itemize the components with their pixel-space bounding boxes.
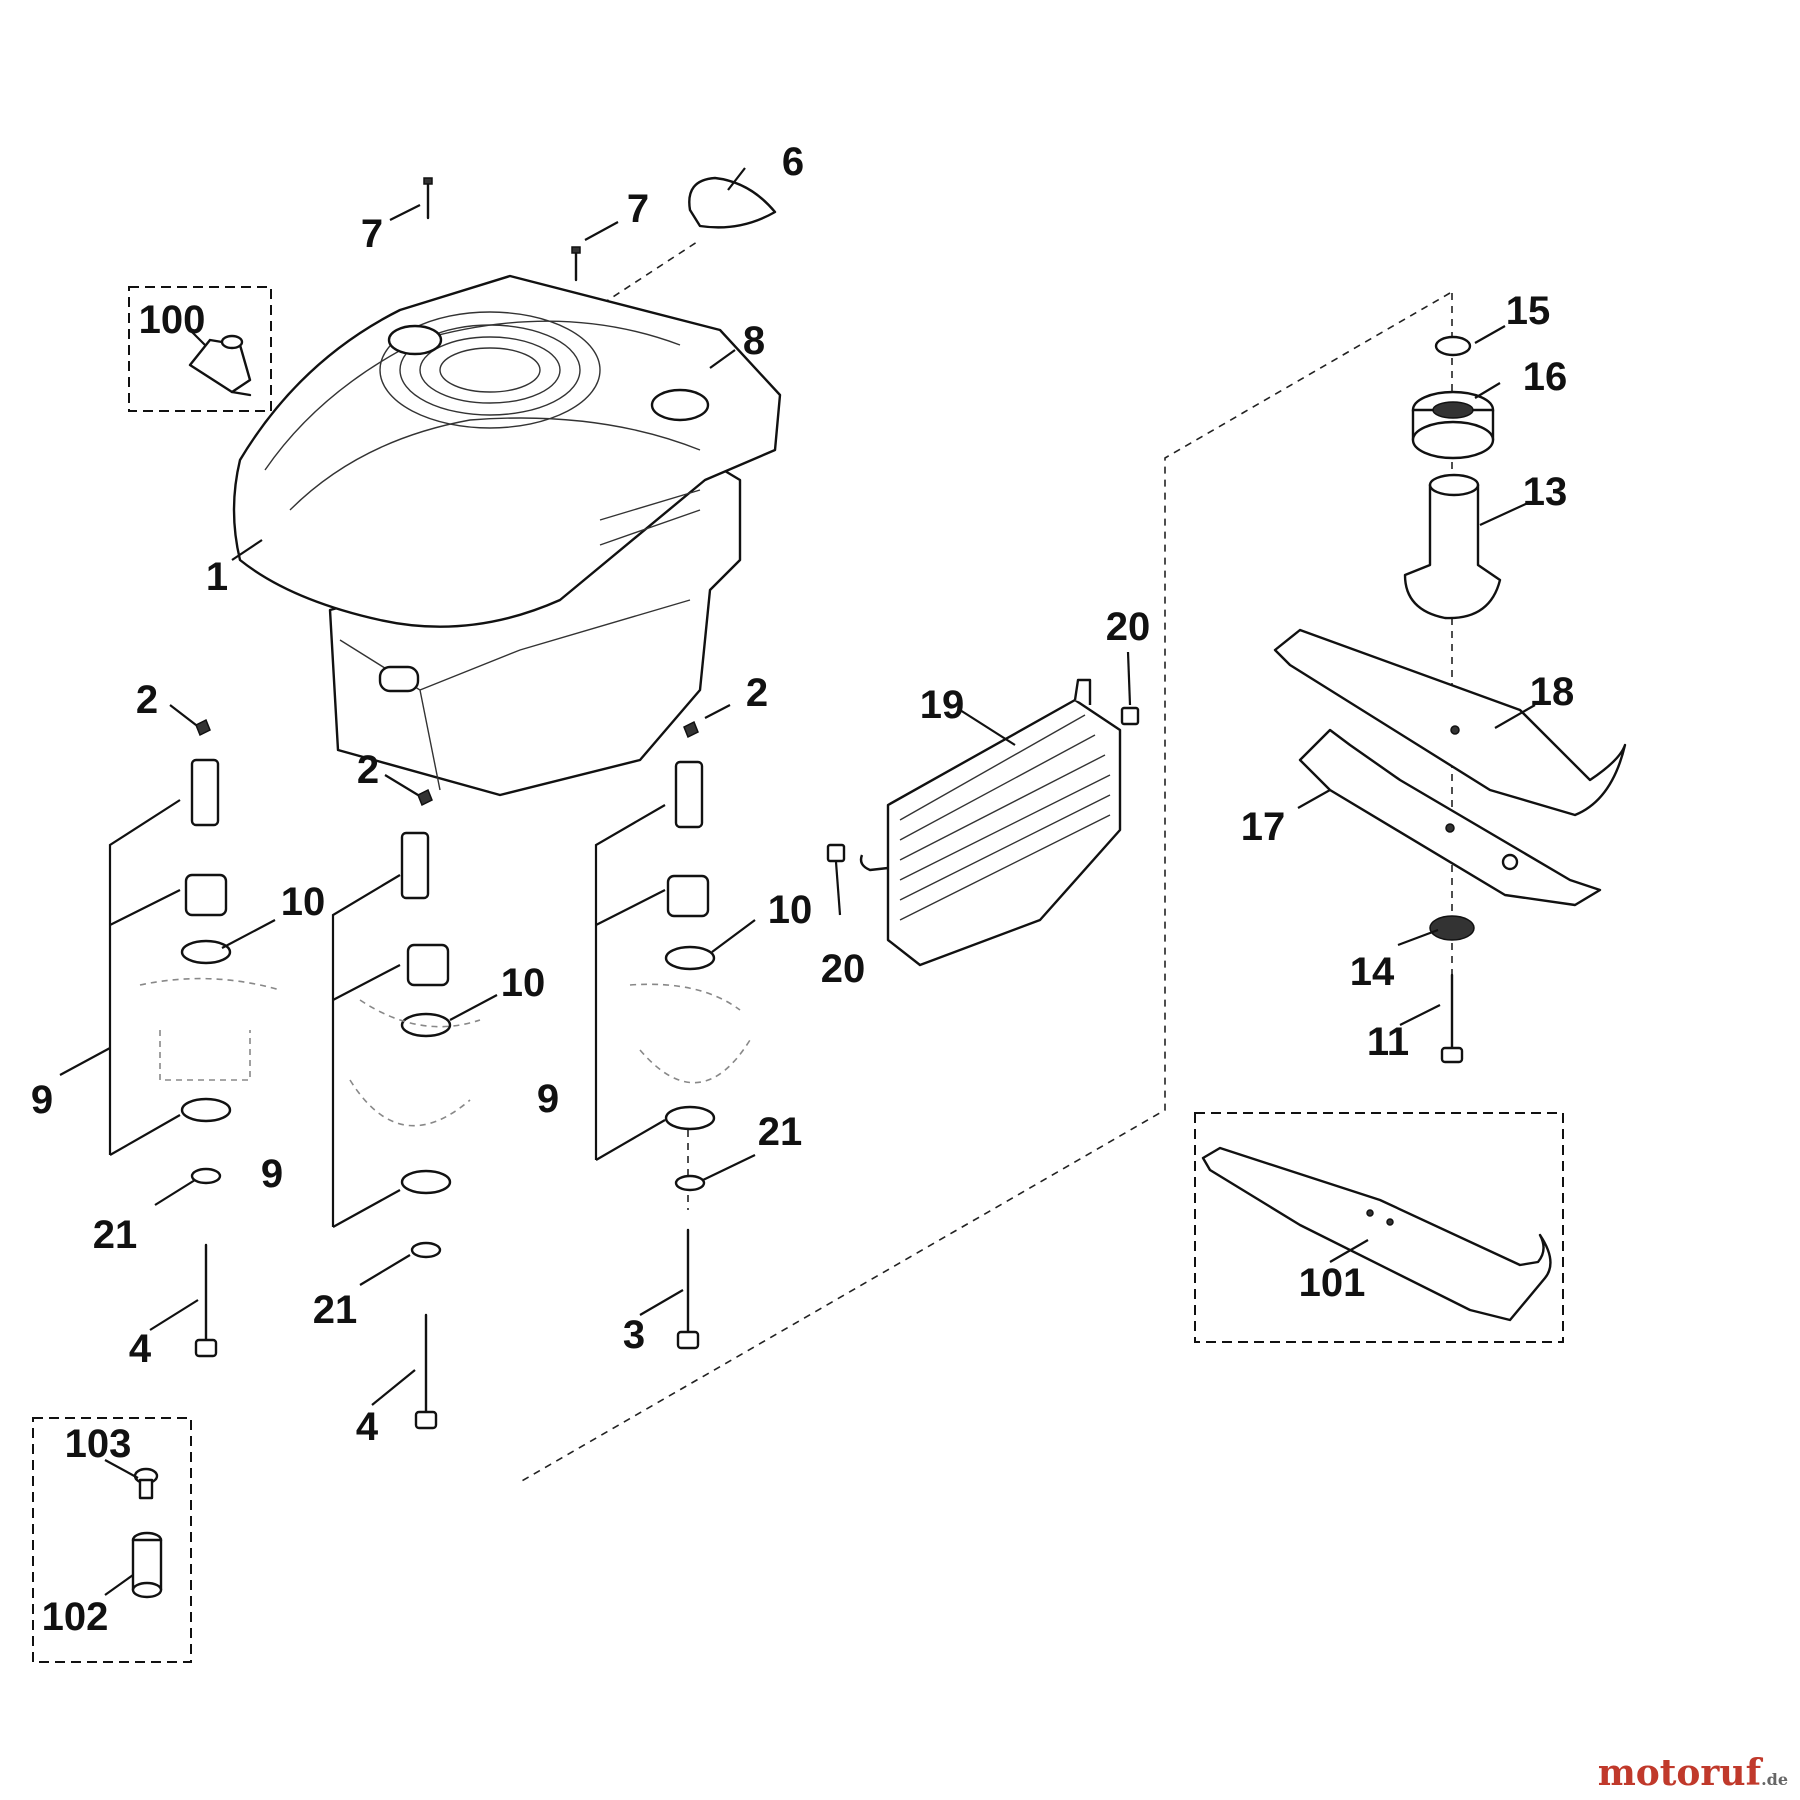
engine-shroud — [232, 274, 782, 797]
screw-7a — [423, 177, 433, 220]
callout-19: 19 — [920, 683, 965, 727]
callout-11: 11 — [1367, 1020, 1409, 1064]
mount-column-middle — [331, 788, 481, 1430]
callout-18: 18 — [1530, 670, 1575, 714]
callout-4a: 4 — [129, 1327, 152, 1371]
blade-adapter-16 — [1411, 390, 1495, 460]
callout-2b: 2 — [357, 748, 379, 792]
blade-17 — [1298, 728, 1602, 907]
part-102 — [131, 1531, 163, 1599]
callout-7a: 7 — [361, 212, 383, 256]
callout-101: 101 — [1299, 1261, 1366, 1305]
spark-plug-boot — [188, 334, 252, 397]
callout-21c: 21 — [758, 1110, 803, 1154]
callout-20b: 20 — [821, 947, 866, 991]
option-box-101 — [1194, 1112, 1564, 1343]
callout-10a: 10 — [281, 880, 326, 924]
callout-9b: 9 — [261, 1152, 283, 1196]
callout-21a: 21 — [93, 1213, 138, 1257]
assembly-line-main — [519, 292, 1451, 1483]
callout-4b: 4 — [356, 1405, 379, 1449]
callout-2a: 2 — [136, 678, 158, 722]
mount-column-right — [594, 720, 751, 1350]
blade-carrier-13 — [1403, 473, 1502, 620]
callout-7b: 7 — [627, 187, 649, 231]
cover-cap — [688, 176, 777, 229]
washer-14 — [1429, 915, 1475, 941]
bolt-20a — [1120, 706, 1140, 726]
callout-17: 17 — [1241, 805, 1286, 849]
spacer-15 — [1434, 335, 1472, 357]
callout-103: 103 — [65, 1422, 132, 1466]
callout-16: 16 — [1523, 355, 1568, 399]
callout-15: 15 — [1506, 289, 1551, 333]
callout-102: 102 — [42, 1595, 109, 1639]
blade-101 — [1201, 1146, 1552, 1322]
callout-13: 13 — [1523, 470, 1568, 514]
callout-10b: 10 — [501, 961, 546, 1005]
bolt-20b — [826, 843, 846, 863]
bolt-11 — [1440, 973, 1464, 1064]
callouts: 6 7 7 100 8 1 2 2 2 10 10 10 9 9 9 21 21… — [31, 140, 1574, 1639]
callout-21b: 21 — [313, 1288, 358, 1332]
mount-column-left — [108, 718, 281, 1358]
callout-100: 100 — [139, 298, 206, 342]
callout-9c: 9 — [537, 1077, 559, 1121]
muffler — [859, 678, 1122, 967]
callout-3: 3 — [623, 1313, 645, 1357]
callout-10c: 10 — [768, 888, 813, 932]
callout-20a: 20 — [1106, 605, 1151, 649]
part-103 — [133, 1467, 159, 1500]
callout-6: 6 — [782, 140, 804, 184]
screw-7b — [571, 246, 581, 282]
leader-lines — [59, 167, 1536, 1596]
blade-18 — [1273, 628, 1627, 817]
watermark-logo: motoruf.de — [1598, 1752, 1788, 1794]
callout-14: 14 — [1350, 950, 1395, 994]
callout-1: 1 — [206, 555, 228, 599]
callout-8: 8 — [743, 319, 765, 363]
callout-9a: 9 — [31, 1078, 53, 1122]
watermark-suffix: .de — [1761, 1770, 1788, 1789]
option-box-100 — [128, 286, 272, 412]
callout-2c: 2 — [746, 671, 768, 715]
watermark-text: motoruf — [1597, 1752, 1762, 1794]
option-box-102-103 — [32, 1417, 192, 1663]
